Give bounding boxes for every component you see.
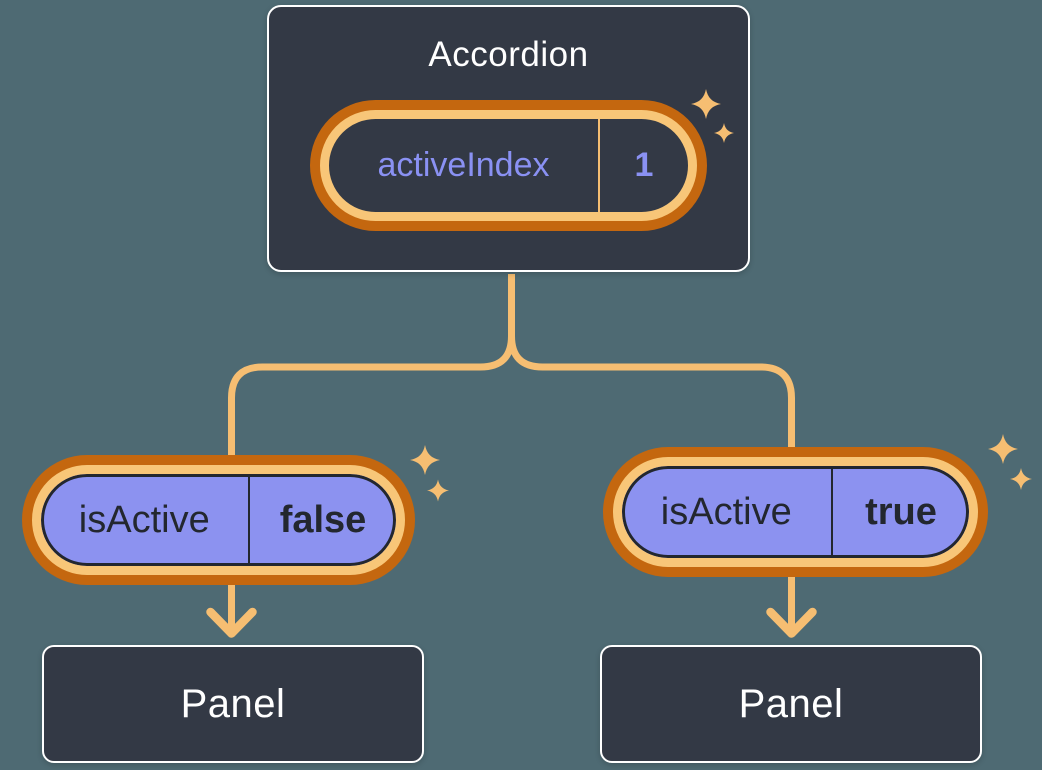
pill-divider <box>247 474 250 566</box>
state-pill-value: 1 <box>634 146 654 184</box>
sparkles-icon <box>1010 468 1032 490</box>
state-pill-isactive-right: isActive true <box>613 457 978 567</box>
sparkles-icon <box>427 479 449 502</box>
panel-node-right: Panel <box>600 645 982 763</box>
state-pill-label: isActive <box>660 490 792 533</box>
sparkles-icon <box>410 445 440 475</box>
state-pill-label: activeIndex <box>377 146 550 184</box>
state-pill-value: true <box>865 490 937 533</box>
arrowhead-left-icon <box>206 607 257 638</box>
pill-divider <box>830 466 833 558</box>
sparkles-icon <box>988 434 1018 464</box>
panel-node-title: Panel <box>738 681 844 726</box>
sparkles-icon <box>691 89 721 119</box>
panel-node-left: Panel <box>42 645 424 763</box>
state-pill-activeindex: activeIndex 1 <box>320 110 697 221</box>
panel-node-title: Panel <box>180 681 286 726</box>
connector-right-branch <box>508 274 795 631</box>
arrowhead-right-icon <box>766 607 817 638</box>
state-pill-isactive-left: isActive false <box>32 465 405 575</box>
accordion-node-title: Accordion <box>428 35 589 74</box>
state-pill-label: isActive <box>78 498 210 541</box>
pill-divider <box>598 119 600 212</box>
connector-left-branch <box>228 274 515 631</box>
state-pill-value: false <box>279 498 367 541</box>
sparkles-icon <box>714 123 734 143</box>
